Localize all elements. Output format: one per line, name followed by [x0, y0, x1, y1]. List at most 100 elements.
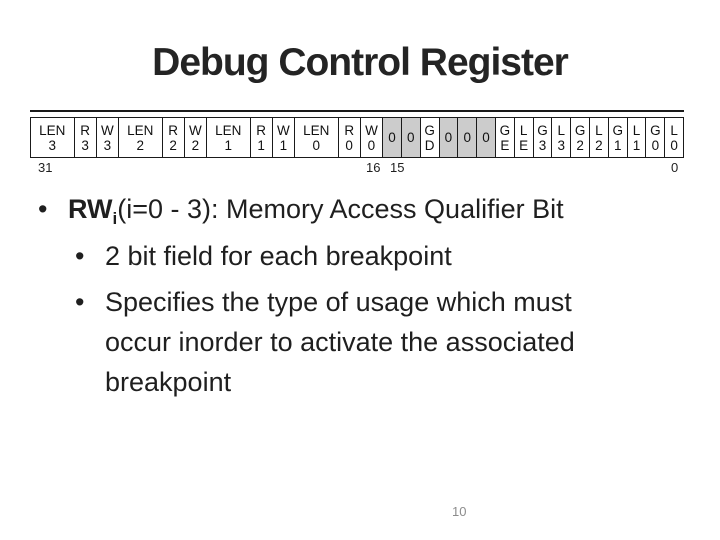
- cell-top-label: 0: [388, 130, 396, 145]
- bit-label-31: 31: [38, 160, 53, 175]
- page-number: 10: [452, 504, 467, 519]
- cell-bottom-label: 0: [345, 137, 353, 153]
- bullet-marker: •: [38, 194, 48, 224]
- cell-bottom-label: 1: [279, 137, 288, 153]
- bullet-level1-text: RWi(i=0 - 3): Memory Access Qualifier Bi…: [68, 190, 564, 228]
- cell-bottom-label: E: [500, 137, 510, 153]
- rw-bold-text: RW: [68, 194, 113, 224]
- register-bit-cell: LEN 2: [118, 118, 162, 157]
- bullet-level2-list: • 2 bit field for each breakpoint • Spec…: [75, 236, 575, 402]
- cell-top-label: G: [574, 122, 586, 138]
- register-bit-cell: G E: [494, 118, 514, 157]
- register-bit-cell: R 1: [249, 118, 272, 157]
- cell-top-label: G: [612, 122, 623, 138]
- cell-top-label: W: [277, 122, 290, 138]
- register-bit-cell: R 0: [337, 118, 360, 157]
- register-bit-cell: L 2: [589, 118, 608, 157]
- register-bit-cell: W 1: [271, 118, 294, 157]
- register-bit-cell: 0: [382, 118, 401, 157]
- bullet-marker: •: [75, 241, 85, 271]
- register-bit-cell: G D: [419, 118, 439, 157]
- cell-bottom-label: 3: [48, 137, 57, 153]
- cell-bottom-label: 0: [670, 137, 678, 153]
- register-bit-cell: 0: [457, 118, 477, 157]
- register-bit-cell: R 3: [73, 118, 96, 157]
- cell-bottom-label: 3: [538, 137, 547, 153]
- cell-top-label: L: [670, 122, 678, 138]
- cell-top-label: R: [80, 122, 91, 138]
- register-bit-cell: L 0: [664, 118, 683, 157]
- cell-top-label: L: [595, 122, 603, 138]
- cell-top-label: W: [365, 122, 378, 138]
- cell-top-label: W: [101, 122, 114, 138]
- cell-top-label: 0: [482, 130, 490, 145]
- cell-top-label: L: [557, 122, 566, 138]
- bit-label-16: 16: [366, 160, 381, 175]
- bullet-level1: • RWi(i=0 - 3): Memory Access Qualifier …: [38, 190, 564, 228]
- cell-top-label: LEN: [127, 122, 154, 138]
- register-bit-cell: 0: [476, 118, 495, 157]
- register-diagram: LEN 3 R 3 W 3 LEN 2 R 2 W 2 LEN 1 R 1 W …: [30, 110, 684, 178]
- cell-bottom-label: 2: [169, 137, 177, 153]
- cell-top-label: G: [499, 122, 511, 138]
- register-bit-cell: R 2: [161, 118, 184, 157]
- cell-bottom-label: 2: [136, 137, 145, 153]
- cell-top-label: G: [650, 122, 661, 138]
- register-bit-cell: G 1: [607, 118, 627, 157]
- register-bit-cell: LEN 1: [206, 118, 250, 157]
- cell-bottom-label: 1: [632, 137, 641, 153]
- bullet-marker: •: [75, 287, 85, 317]
- cell-bottom-label: 1: [224, 137, 233, 153]
- register-bit-cell: L 1: [626, 118, 646, 157]
- cell-top-label: 0: [407, 130, 415, 145]
- register-bit-cell: W 0: [359, 118, 382, 157]
- bit-label-15: 15: [390, 160, 405, 175]
- cell-bottom-label: 2: [595, 137, 603, 153]
- cell-bottom-label: D: [424, 137, 435, 153]
- register-bit-cell: G 0: [645, 118, 664, 157]
- bit-label-0: 0: [671, 160, 679, 175]
- bullet-level2-item: • 2 bit field for each breakpoint: [75, 236, 575, 276]
- figure-top-rule: [30, 110, 684, 112]
- text-line: breakpoint: [105, 367, 232, 397]
- cell-top-label: W: [189, 122, 202, 138]
- cell-bottom-label: 2: [191, 137, 200, 153]
- register-bit-cell: W 2: [183, 118, 206, 157]
- bullet-level2-item: • Specifies the type of usage which must…: [75, 282, 575, 402]
- cell-bottom-label: 2: [576, 137, 584, 153]
- text-line: 2 bit field for each breakpoint: [105, 241, 452, 271]
- cell-top-label: R: [344, 122, 355, 138]
- register-bit-cell: LEN 0: [294, 118, 338, 157]
- register-bit-cell: W 3: [95, 118, 118, 157]
- bullet-level1-rest: (i=0 - 3): Memory Access Qualifier Bit: [117, 194, 564, 224]
- cell-top-label: 0: [463, 130, 471, 145]
- register-bit-cell: G 3: [532, 118, 552, 157]
- bullet-level2-lines: 2 bit field for each breakpoint: [105, 236, 452, 276]
- register-bit-cell: 0: [400, 118, 420, 157]
- text-line: occur inorder to activate the associated: [105, 327, 575, 357]
- rw-subscript: i: [112, 209, 118, 228]
- register-bit-cell: L E: [513, 118, 533, 157]
- register-bit-cell: G 2: [570, 118, 589, 157]
- cell-top-label: G: [537, 122, 548, 138]
- bullet-level2-lines: Specifies the type of usage which must oc…: [105, 282, 575, 402]
- cell-bottom-label: 3: [81, 137, 89, 153]
- cell-top-label: R: [168, 122, 179, 138]
- page-title: Debug Control Register: [152, 41, 569, 84]
- register-bit-cell: 0: [438, 118, 458, 157]
- cell-bottom-label: 1: [613, 137, 622, 153]
- register-bit-cell: L 3: [551, 118, 570, 157]
- cell-bottom-label: E: [519, 137, 529, 153]
- cell-top-label: G: [424, 122, 435, 138]
- cell-top-label: L: [632, 122, 641, 138]
- cell-bottom-label: 0: [312, 137, 321, 153]
- cell-top-label: LEN: [39, 122, 66, 138]
- cell-bottom-label: 0: [651, 137, 660, 153]
- cell-bottom-label: 3: [103, 137, 112, 153]
- cell-bottom-label: 1: [257, 137, 265, 153]
- cell-bottom-label: 0: [367, 137, 376, 153]
- text-line: Specifies the type of usage which must: [105, 287, 572, 317]
- cell-top-label: LEN: [215, 122, 242, 138]
- register-bit-table: LEN 3 R 3 W 3 LEN 2 R 2 W 2 LEN 1 R 1 W …: [30, 117, 684, 158]
